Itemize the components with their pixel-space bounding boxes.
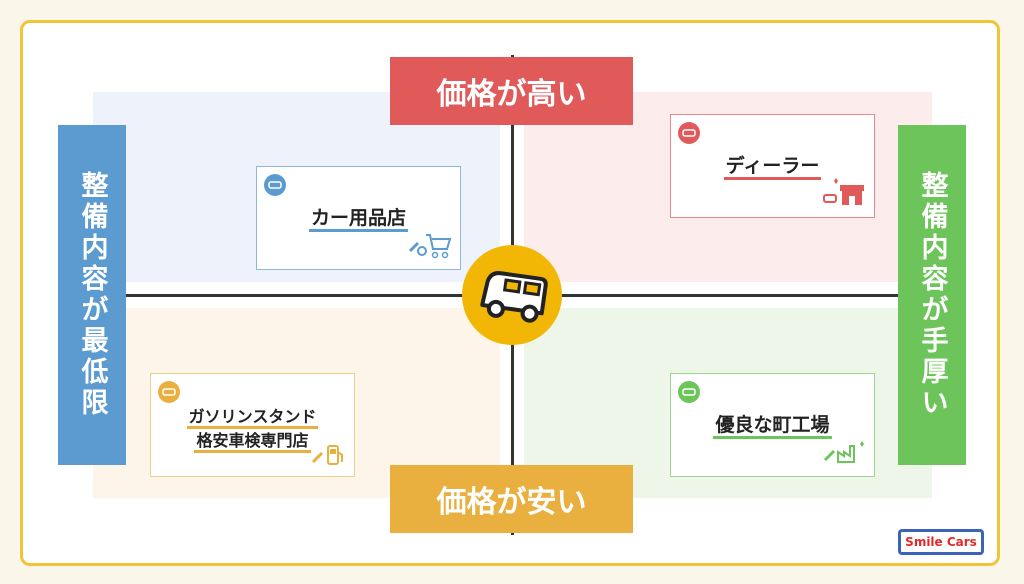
card-gas-station: ガソリンスタンド 格安車検専門店: [150, 373, 355, 477]
car-icon: [264, 174, 286, 196]
axis-label-left: 整備内容が最低限: [58, 125, 126, 465]
card-local-garage: 優良な町工場: [670, 373, 875, 477]
card-title: カー用品店: [308, 207, 408, 232]
axis-label-top: 価格が高い: [390, 57, 633, 125]
smile-cars-logo: Smile Cars: [898, 529, 984, 555]
card-title: ディーラー: [723, 155, 822, 180]
card-title-2: 格安車検専門店: [194, 431, 311, 453]
card-title: ガソリンスタンド: [186, 407, 319, 429]
axis-label-right: 整備内容が手厚い: [898, 125, 966, 465]
axis-label-bottom: 価格が安い: [390, 465, 633, 533]
factory-icon: [822, 440, 866, 470]
car-icon: [158, 381, 180, 403]
shopping-cart-icon: [406, 231, 452, 263]
car-icon: [678, 381, 700, 403]
fuel-pump-icon: [310, 442, 346, 470]
card-car-accessory-store: カー用品店: [256, 166, 461, 270]
dealer-shop-icon: [820, 177, 866, 211]
card-dealer: ディーラー: [670, 114, 875, 218]
car-icon: [678, 122, 700, 144]
card-title: 優良な町工場: [713, 414, 832, 439]
center-car-icon: [462, 245, 562, 345]
